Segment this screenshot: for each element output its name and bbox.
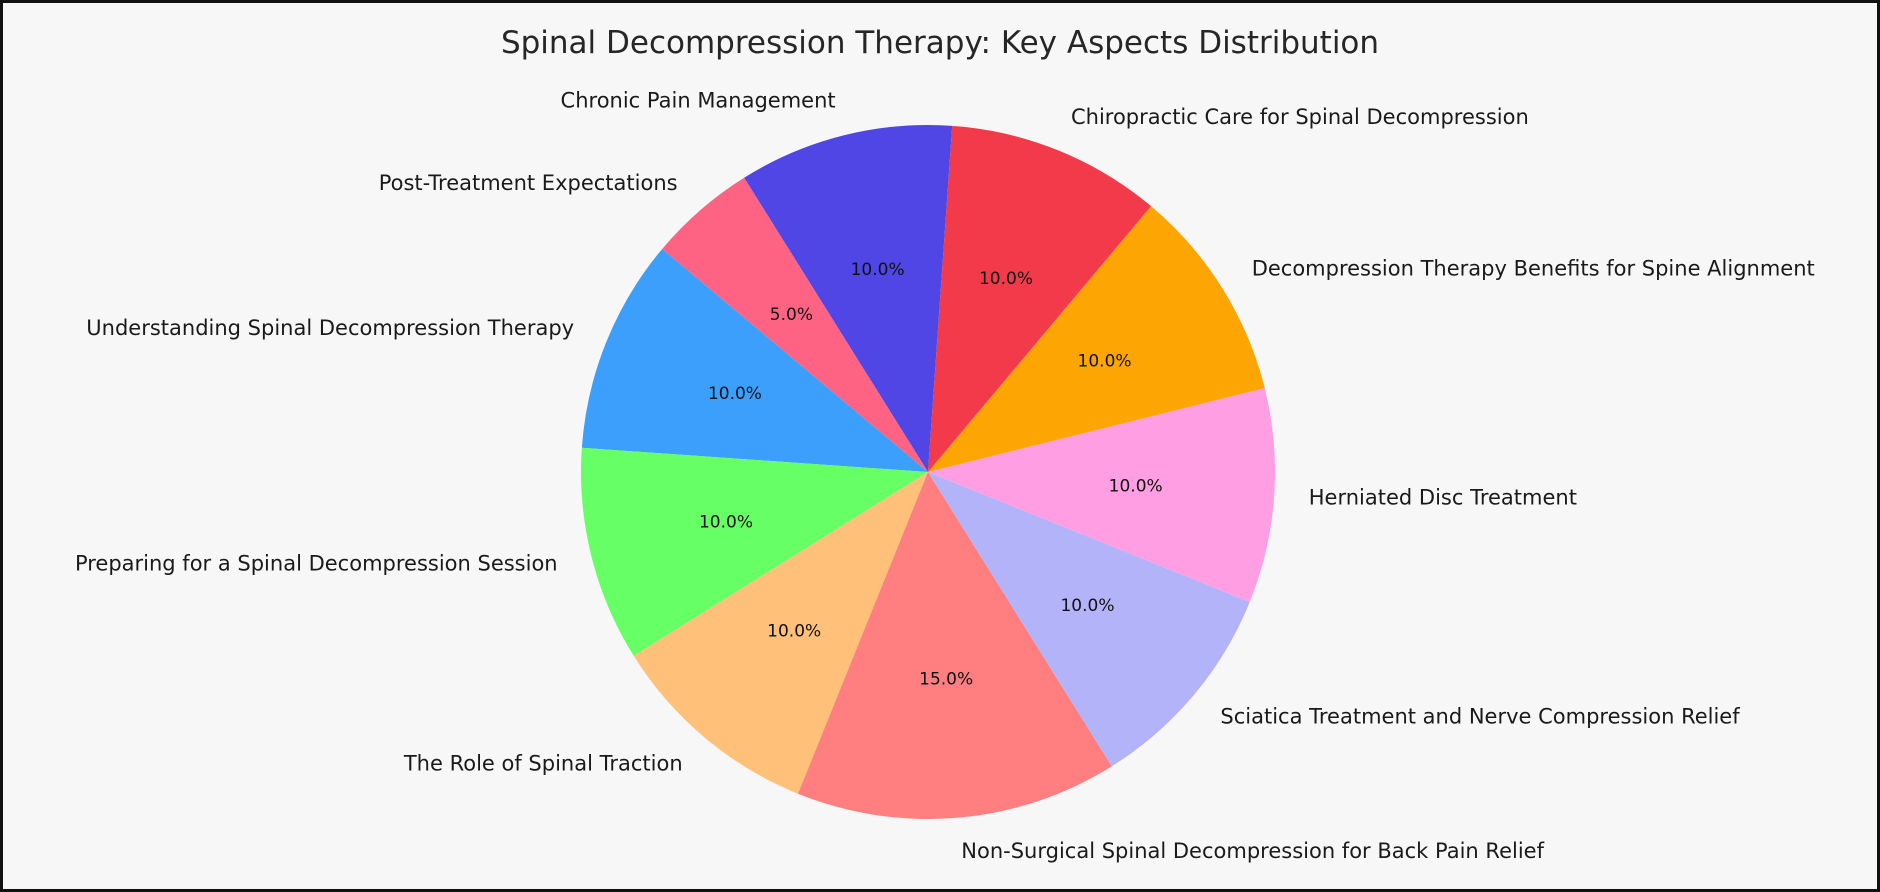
pie-slice-chronic-pain-management: [744, 125, 953, 473]
slice-label: Non-Surgical Spinal Decompression for Ba…: [961, 839, 1544, 863]
slice-label: The Role of Spinal Traction: [403, 751, 683, 775]
slice-label: Decompression Therapy Benefits for Spine…: [1252, 257, 1815, 281]
pct-label: 10.0%: [1078, 352, 1132, 372]
pie-slice-chiropractic-care-for-spinal-decompression: [928, 125, 1152, 472]
pie-slice-understanding-spinal-decompression-therapy: [581, 248, 928, 472]
pie-labels: 10.0% Chronic Pain Management 5.0% Post-Tre…: [75, 89, 1815, 864]
pie-slice-herniated-disc-treatment: [928, 388, 1275, 602]
slice-label: Herniated Disc Treatment: [1309, 486, 1577, 510]
slice-label: Preparing for a Spinal Decompression Ses…: [75, 551, 558, 575]
pie-slice-non-surgical-spinal-decompression-for-back-pain-relief: [798, 472, 1112, 820]
slice-label: Sciatica Treatment and Nerve Compression…: [1220, 704, 1740, 728]
chart-title: Spinal Decompression Therapy: Key Aspect…: [501, 25, 1379, 61]
pie-slice-sciatica-treatment-and-nerve-compression-relief: [928, 472, 1250, 767]
slice-label: Understanding Spinal Decompression Thera…: [86, 316, 574, 340]
pie-slices: [581, 125, 1275, 820]
pie-slice-post-treatment-expectations: [662, 177, 928, 473]
slice-label: Chronic Pain Management: [561, 89, 836, 113]
pct-label: 15.0%: [919, 669, 973, 689]
pct-label: 10.0%: [699, 512, 753, 532]
pie-slice-decompression-therapy-benefits-for-spine-alignment: [928, 206, 1265, 473]
pct-label: 5.0%: [770, 305, 813, 325]
slice-label: Chiropractic Care for Spinal Decompressi…: [1071, 105, 1529, 129]
pct-label: 10.0%: [1060, 596, 1114, 616]
pct-label: 10.0%: [767, 621, 821, 641]
pie-chart: Spinal Decompression Therapy: Key Aspect…: [75, 25, 1815, 864]
pct-label: 10.0%: [979, 269, 1033, 289]
pie-slice-preparing-for-a-spinal-decompression-session: [581, 447, 928, 656]
pct-label: 10.0%: [1109, 477, 1163, 497]
pct-label: 10.0%: [851, 260, 905, 280]
pct-label: 10.0%: [708, 384, 762, 404]
pie-slice-the-role-of-spinal-traction: [633, 472, 928, 794]
slice-label: Post-Treatment Expectations: [379, 171, 678, 195]
